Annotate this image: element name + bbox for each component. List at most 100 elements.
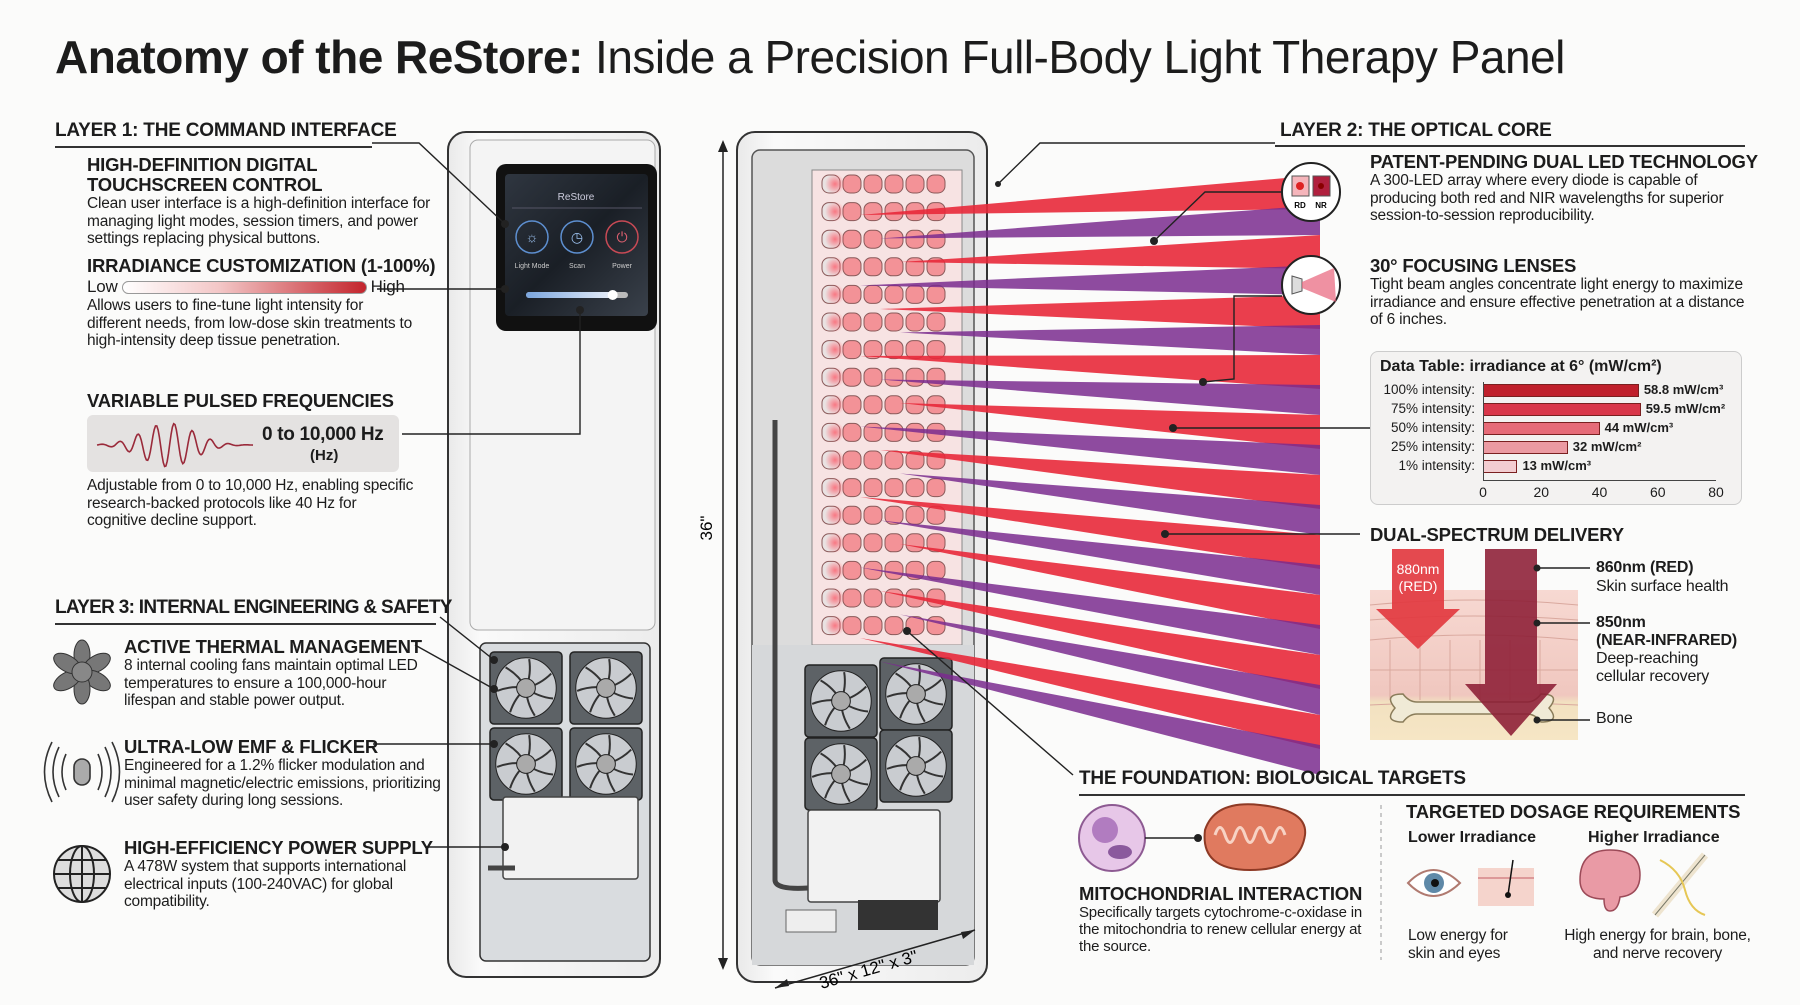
led-diode <box>905 450 925 470</box>
led-diode <box>842 202 862 222</box>
timer-icon <box>560 220 594 254</box>
nir-title-2: (NEAR-INFRARED) <box>1596 632 1737 649</box>
globe-icon <box>53 845 111 903</box>
led-diode <box>863 229 883 249</box>
led-diode <box>926 284 946 304</box>
led-diode <box>905 478 925 498</box>
bone-label: Bone <box>1596 710 1633 727</box>
led-diode <box>884 616 904 636</box>
led-diode <box>884 505 904 525</box>
led-diode <box>842 478 862 498</box>
waveform-icon <box>96 422 254 468</box>
brain-icon <box>1579 849 1641 912</box>
chart-value-label: 44 mW/cm³ <box>1604 420 1674 435</box>
led-diode <box>863 505 883 525</box>
bone-icon <box>1389 693 1555 723</box>
led-diode <box>884 367 904 387</box>
led-diode <box>842 588 862 608</box>
nir-body-2: cellular recovery <box>1596 667 1710 685</box>
red-light-beam <box>860 638 1320 749</box>
nir-light-beam <box>900 614 1320 715</box>
cooling-fan <box>569 651 643 725</box>
led-diode <box>842 367 862 387</box>
lower-irradiance-body: Low energy for skin and eyes <box>1408 927 1508 962</box>
cooling-fan <box>569 727 643 801</box>
lens-title: 30° FOCUSING LENSES <box>1370 255 1577 276</box>
higher-irradiance-label: Higher Irradiance <box>1588 829 1720 846</box>
nir-light-beam <box>900 325 1320 355</box>
led-diode <box>884 257 904 277</box>
cooling-fan <box>804 737 878 811</box>
led-diode <box>863 202 883 222</box>
led-diode <box>863 257 883 277</box>
fan-icon <box>53 639 111 705</box>
cell-icon <box>1078 804 1146 872</box>
screen-button-power[interactable]: Power <box>612 263 633 270</box>
led-diode <box>905 257 925 277</box>
led-diode <box>884 395 904 415</box>
emf-body: Engineered for a 1.2% flicker modulation… <box>124 757 441 809</box>
nir-light-beam <box>880 520 1320 595</box>
led-diode <box>905 174 925 194</box>
bone-nerve-icon <box>1651 852 1709 918</box>
red-light-beam <box>860 175 1320 215</box>
layer1-heading: LAYER 1: THE COMMAND INTERFACE <box>55 120 397 148</box>
led-diode <box>842 450 862 470</box>
led-diode <box>926 312 946 332</box>
cooling-fan <box>879 729 953 803</box>
cooling-fan <box>489 727 563 801</box>
dual-led-callout: RD NR <box>1281 162 1341 222</box>
nir-light-beam <box>860 265 1320 295</box>
nir-light-beam <box>860 567 1320 655</box>
power-icon <box>605 220 639 254</box>
dosage-title: TARGETED DOSAGE REQUIREMENTS <box>1406 801 1741 822</box>
led-diode <box>905 505 925 525</box>
led-diode <box>863 588 883 608</box>
intensity-gradient-bar <box>121 280 367 294</box>
led-diode <box>905 284 925 304</box>
led-diode <box>884 560 904 580</box>
chart-category-label: 100% intensity: <box>1383 382 1475 397</box>
cooling-fan <box>489 651 563 725</box>
arrow-label-wavelength: 880nm <box>1397 561 1440 577</box>
led-diode <box>884 422 904 442</box>
led-diode <box>884 229 904 249</box>
led-diode <box>905 533 925 553</box>
pulse-title: VARIABLE PULSED FREQUENCIES <box>87 390 394 411</box>
dual-led-body: A 300-LED array where every diode is cap… <box>1370 172 1724 224</box>
led-diode <box>884 533 904 553</box>
chart-bar <box>1483 422 1600 435</box>
led-diode <box>884 450 904 470</box>
emf-title: ULTRA-LOW EMF & FLICKER <box>124 736 379 757</box>
cooling-fan <box>804 664 878 738</box>
foundation-heading: THE FOUNDATION: BIOLOGICAL TARGETS <box>1079 768 1745 796</box>
chart-value-label: 13 mW/cm³ <box>1522 458 1592 473</box>
nir-title-1: 850nm <box>1596 614 1646 631</box>
slider-knob[interactable] <box>607 290 618 300</box>
svg-text:◷: ◷ <box>571 229 583 245</box>
chart-value-label: 59.5 mW/cm² <box>1645 401 1726 416</box>
led-diode <box>863 174 883 194</box>
led-diode <box>905 367 925 387</box>
skin-icon <box>1478 859 1534 906</box>
touchscreen-title-2: TOUCHSCREEN CONTROL <box>87 174 323 195</box>
layer3-heading: LAYER 3: INTERNAL ENGINEERING & SAFETY <box>55 597 452 625</box>
nir-body-1: Deep-reaching <box>1596 650 1699 667</box>
led-diode <box>884 478 904 498</box>
led-diode <box>863 367 883 387</box>
focusing-lens-callout <box>1281 255 1341 315</box>
psu-item: HIGH-EFFICIENCY POWER SUPPLY A 478W syst… <box>124 838 444 911</box>
led-diode <box>863 340 883 360</box>
led-diode <box>842 229 862 249</box>
led-diode <box>842 505 862 525</box>
led-diode <box>926 174 946 194</box>
chart-bar <box>1483 460 1518 473</box>
screen-button-scan[interactable]: Scan <box>569 263 585 270</box>
screen-button-light-mode[interactable]: Light Mode <box>515 263 550 270</box>
frequency-box <box>87 415 399 472</box>
thermal-item: ACTIVE THERMAL MANAGEMENT 8 internal coo… <box>124 637 424 710</box>
title-rest: Inside a Precision Full-Body Light Thera… <box>582 31 1565 83</box>
leader-lines <box>372 142 1370 848</box>
emf-signal-icon <box>43 741 121 803</box>
power-supply-unit <box>502 796 639 880</box>
